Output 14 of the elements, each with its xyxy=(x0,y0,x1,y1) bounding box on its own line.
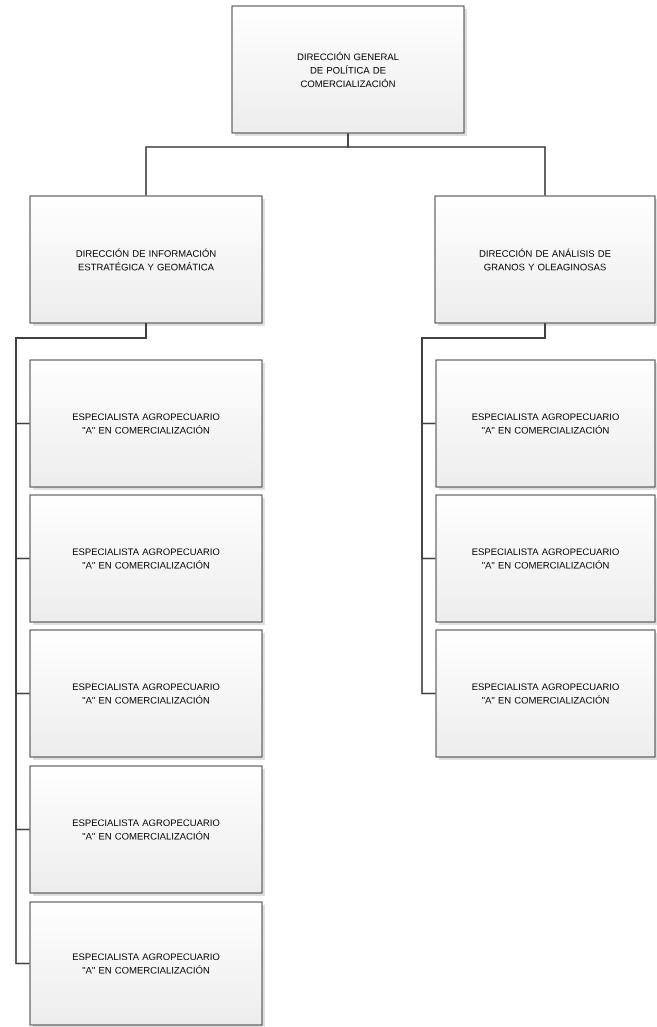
org-box: ESPECIALISTA AGROPECUARIO "A" EN COMERCIALIZACIÓN xyxy=(29,494,265,625)
org-box: ESPECIALISTA AGROPECUARIO "A" EN COMERCIALIZACIÓN xyxy=(29,765,265,896)
org-box: ESPECIALISTA AGROPECUARIO "A" EN COMERCIALIZACIÓN xyxy=(29,629,265,760)
org-box: DIRECCIÓN GENERAL DE POLÍTICA DE COMERCIALIZACIÓN xyxy=(231,5,467,136)
org-box: ESPECIALISTA AGROPECUARIO "A" EN COMERCIALIZACIÓN xyxy=(29,359,265,490)
connector-line xyxy=(347,132,546,197)
connector-line xyxy=(421,322,546,695)
org-box: DIRECCIÓN DE INFORMACIÓN ESTRATÉGICA Y GEOMÁTICA xyxy=(29,195,265,326)
org-box: ESPECIALISTA AGROPECUARIO "A" EN COMERCIALIZACIÓN xyxy=(435,629,657,760)
org-box: ESPECIALISTA AGROPECUARIO "A" EN COMERCIALIZACIÓN xyxy=(435,359,657,490)
org-box: DIRECCIÓN DE ANÁLISIS DE GRANOS Y OLEAGINOSAS xyxy=(434,195,657,326)
connector-line xyxy=(15,322,147,965)
org-box: ESPECIALISTA AGROPECUARIO "A" EN COMERCIALIZACIÓN xyxy=(435,494,657,625)
org-box: ESPECIALISTA AGROPECUARIO "A" EN COMERCIALIZACIÓN xyxy=(29,901,265,1027)
